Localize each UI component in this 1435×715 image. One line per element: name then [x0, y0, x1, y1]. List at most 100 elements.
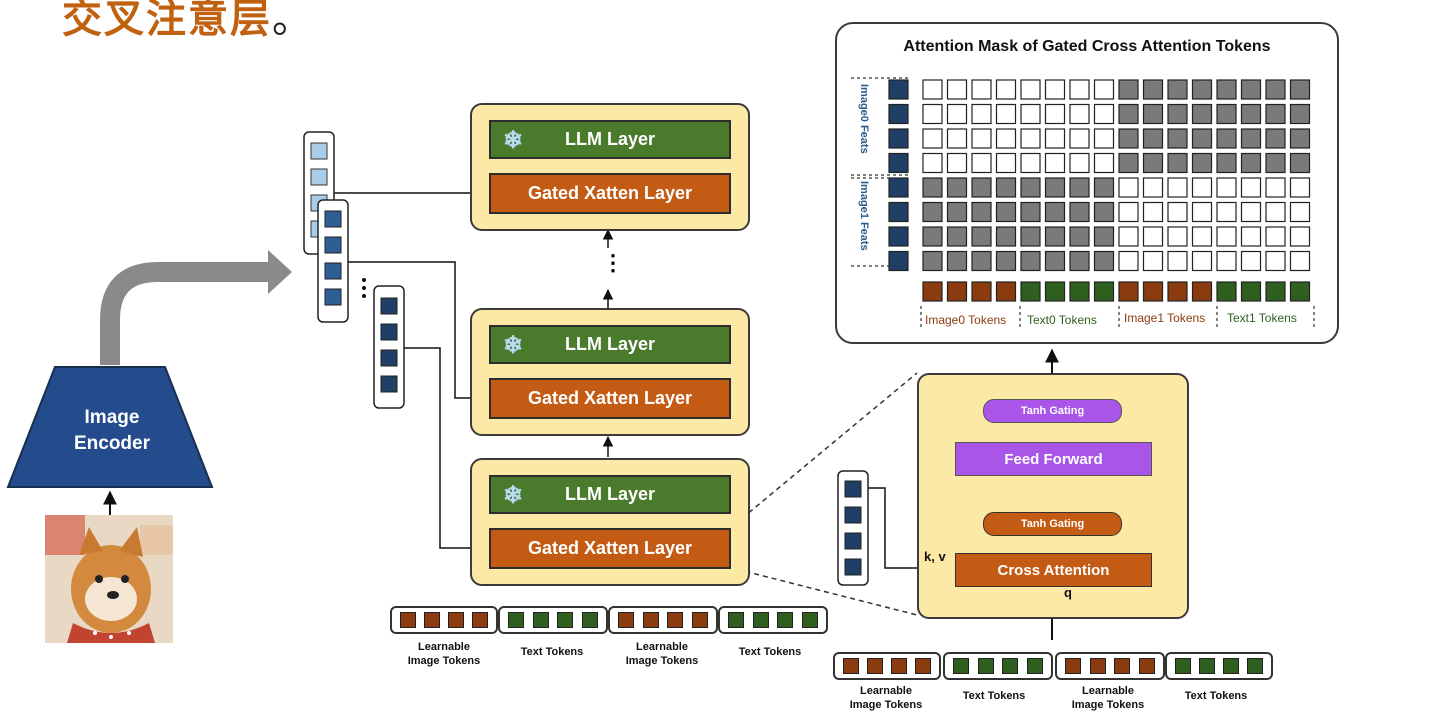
mask-cell	[1069, 226, 1090, 247]
mask-cell	[971, 128, 992, 149]
gated-layer-label: Gated Xatten Layer	[527, 538, 693, 558]
mask-cell	[1142, 152, 1164, 174]
mask-cell	[1265, 103, 1286, 125]
mask-cell	[1118, 79, 1139, 100]
mask-cell	[995, 250, 1017, 272]
mask-cell	[922, 152, 943, 174]
mask-cell	[1044, 103, 1066, 125]
mask-cell	[1020, 152, 1041, 174]
snowflake-icon: ❄	[503, 127, 524, 154]
zoom-line-top	[727, 372, 918, 531]
mask-cell	[1142, 226, 1164, 247]
mask-cell	[1167, 226, 1188, 247]
mask-cell	[995, 103, 1017, 125]
mask-cell	[946, 250, 968, 272]
mask-cell	[1118, 152, 1139, 174]
mask-cell	[1167, 103, 1188, 125]
token-cell	[1069, 281, 1090, 302]
feat-cell	[888, 79, 909, 100]
mask-cell	[1167, 201, 1188, 223]
mask-cell	[1069, 177, 1090, 198]
token-cell	[1191, 281, 1213, 302]
mask-title: Attention Mask of Gated Cross Attention …	[903, 38, 1271, 55]
mask-cell	[971, 152, 992, 174]
mask-cell	[1240, 152, 1262, 174]
mask-cell	[1044, 201, 1066, 223]
mask-cell	[995, 226, 1017, 247]
encoder-label-line2: Encoder	[73, 433, 151, 454]
caption-learnable-image-tokens: Learnable Image Tokens	[1060, 684, 1156, 712]
mask-cell	[922, 79, 943, 100]
mask-cell	[1142, 201, 1164, 223]
mask-cell	[1044, 79, 1066, 100]
llm-layer-label: LLM Layer	[564, 334, 656, 354]
caption-text-tokens: Text Tokens	[1184, 690, 1248, 702]
mask-cell	[1265, 201, 1286, 223]
caption-learnable-image-tokens: Learnable Image Tokens	[614, 640, 710, 668]
mask-cell	[1240, 79, 1262, 100]
mask-cell	[1093, 226, 1115, 247]
mask-cell	[1240, 128, 1262, 149]
token-cell	[971, 281, 992, 302]
caption-learnable-image-tokens: Learnable Image Tokens	[396, 640, 492, 668]
mask-cell	[1093, 128, 1115, 149]
mask-cell	[1069, 79, 1090, 100]
token-cell	[1118, 281, 1139, 302]
row-label-image1-feats: Image1 Feats	[858, 181, 870, 251]
llm-layer-bottom: ❄ LLM Layer	[489, 475, 731, 514]
mask-cell	[1167, 250, 1188, 272]
mask-cell	[1289, 250, 1311, 272]
mask-cell	[995, 152, 1017, 174]
gated-layer-label: Gated Xatten Layer	[527, 388, 693, 408]
mask-cell	[1240, 226, 1262, 247]
mask-cell	[1167, 177, 1188, 198]
mask-cell	[1069, 152, 1090, 174]
mask-cell	[946, 103, 968, 125]
snowflake-icon: ❄	[503, 332, 524, 359]
mask-cell	[971, 201, 992, 223]
caption-text-tokens: Text Tokens	[738, 646, 802, 658]
mask-cell	[1289, 177, 1311, 198]
token-cell	[1020, 281, 1041, 302]
mask-cell	[1240, 103, 1262, 125]
token-cell	[995, 281, 1017, 302]
token-group-text1	[1165, 652, 1273, 680]
image-feature-columns	[303, 131, 405, 409]
caption-line1: Learnable	[860, 685, 912, 697]
mask-cell	[1289, 152, 1311, 174]
mask-cell	[995, 128, 1017, 149]
mask-cell	[1191, 177, 1213, 198]
mask-cell	[946, 79, 968, 100]
token-group-text0	[498, 606, 608, 634]
mask-cell	[1142, 103, 1164, 125]
feat-cell	[888, 128, 909, 149]
mask-cell	[1093, 250, 1115, 272]
page-title: 交叉注意层。	[62, 0, 314, 44]
kv-feature-column	[837, 470, 869, 586]
mask-cell	[1020, 79, 1041, 100]
snowflake-icon: ❄	[503, 482, 524, 509]
cross-attention-box: Cross Attention	[955, 553, 1152, 587]
q-label: q	[1064, 585, 1072, 600]
mask-cell	[1191, 201, 1213, 223]
mask-cell	[1240, 250, 1262, 272]
layer-stack-middle: ❄ LLM Layer Gated Xatten Layer	[470, 308, 750, 436]
mask-cell	[971, 103, 992, 125]
mask-cell	[1289, 79, 1311, 100]
attention-mask-panel: Attention Mask of Gated Cross Attention …	[835, 22, 1339, 344]
mask-cell	[946, 152, 968, 174]
encoder-output-arrowhead	[268, 250, 292, 294]
token-cell	[1167, 281, 1188, 302]
token-label-text1: Text1 Tokens	[1227, 311, 1297, 325]
caption-learnable-image-tokens: Learnable Image Tokens	[838, 684, 934, 712]
mask-cell	[995, 201, 1017, 223]
caption-line1: Learnable	[418, 641, 470, 653]
mask-cell	[1240, 177, 1262, 198]
tanh-gating-bottom: Tanh Gating	[983, 512, 1122, 536]
mask-cell	[1191, 152, 1213, 174]
layer-stack-top: ❄ LLM Layer Gated Xatten Layer	[470, 103, 750, 231]
mask-cell	[1265, 250, 1286, 272]
mask-cell	[1216, 177, 1237, 198]
mask-cell	[1265, 79, 1286, 100]
caption-text-tokens: Text Tokens	[962, 690, 1026, 702]
